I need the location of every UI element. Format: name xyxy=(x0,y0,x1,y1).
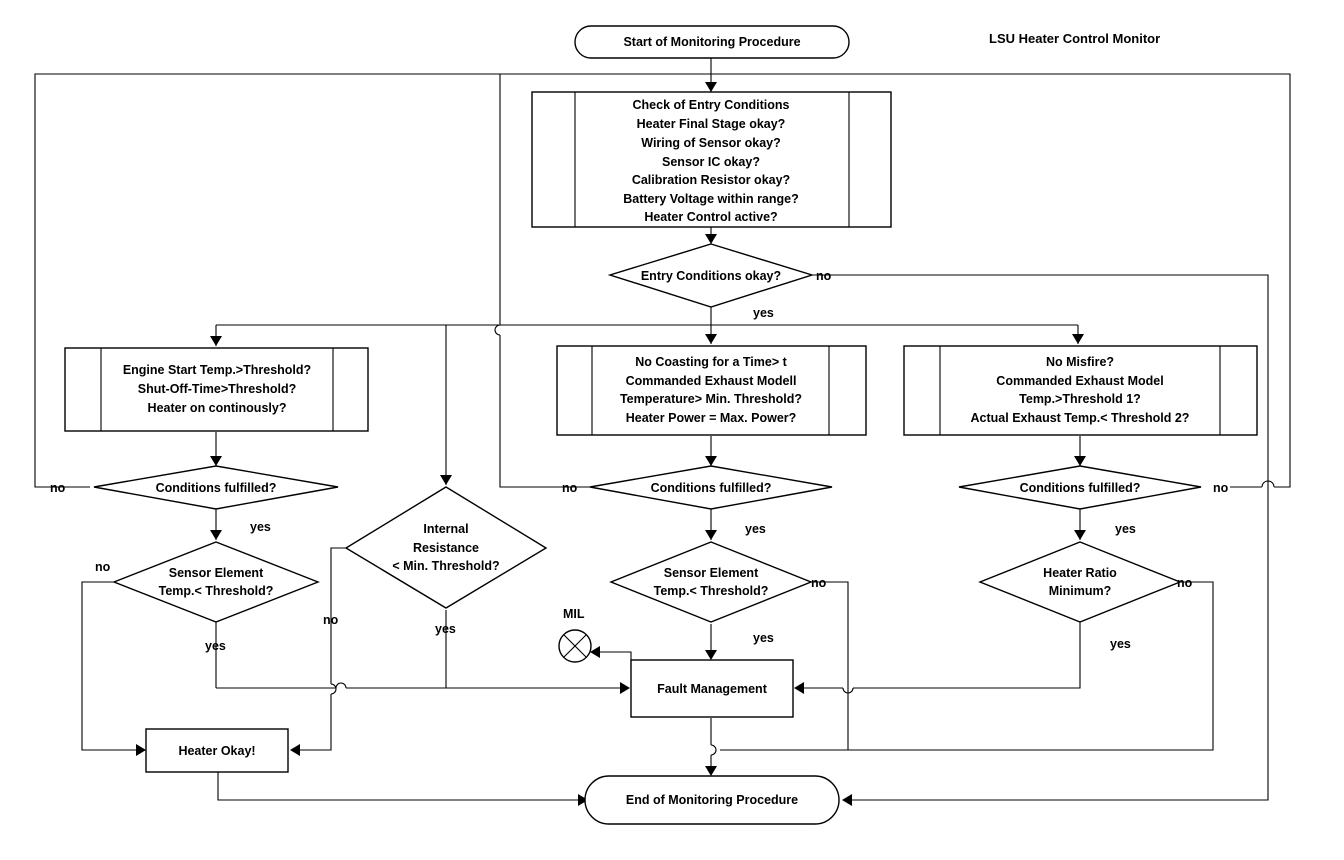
fault-management-box: Fault Management xyxy=(630,659,794,718)
label-no: no xyxy=(1177,576,1193,590)
entry-line: Check of Entry Conditions xyxy=(633,98,790,112)
label-no: no xyxy=(323,613,339,627)
middle-box-line: No Coasting for a Time> t xyxy=(635,355,787,369)
label-yes: yes xyxy=(753,306,774,320)
label-no: no xyxy=(50,481,66,495)
internal-resistance-line: Resistance xyxy=(413,541,479,555)
label-yes: yes xyxy=(1115,522,1136,536)
middle-sensor-line: Sensor Element xyxy=(664,566,759,580)
left-sensor-decision: Sensor Element Temp.< Threshold? xyxy=(112,541,320,623)
left-box-line: Engine Start Temp.>Threshold? xyxy=(123,363,311,377)
arrowheads xyxy=(136,82,1086,806)
heater-okay-label: Heater Okay! xyxy=(178,744,255,758)
left-sensor-line: Temp.< Threshold? xyxy=(159,584,274,598)
middle-sensor-decision: Sensor Element Temp.< Threshold? xyxy=(609,541,813,623)
diagram-title: LSU Heater Control Monitor xyxy=(989,31,1160,46)
middle-conditions-decision: Conditions fulfilled? xyxy=(589,465,833,510)
connector-lines xyxy=(34,58,1291,801)
label-no: no xyxy=(95,560,111,574)
label-yes: yes xyxy=(205,639,226,653)
heater-ratio-line: Heater Ratio xyxy=(1043,566,1117,580)
left-box-line: Heater on continously? xyxy=(148,401,287,415)
mil-label: MIL xyxy=(563,607,585,621)
middle-box-line: Commanded Exhaust Modell xyxy=(626,374,797,388)
start-terminal: Start of Monitoring Procedure xyxy=(574,25,850,59)
entry-line: Heater Control active? xyxy=(644,210,777,224)
internal-resistance-decision: Internal Resistance < Min. Threshold? xyxy=(344,486,548,609)
label-no: no xyxy=(1213,481,1229,495)
entry-line: Wiring of Sensor okay? xyxy=(641,136,781,150)
left-box-line: Shut-Off-Time>Threshold? xyxy=(138,382,296,396)
left-sensor-line: Sensor Element xyxy=(169,566,264,580)
label-no: no xyxy=(562,481,578,495)
heater-okay-box: Heater Okay! xyxy=(145,728,289,773)
label-no: no xyxy=(811,576,827,590)
middle-box-line: Temperature> Min. Threshold? xyxy=(620,392,802,406)
right-box-line: Actual Exhaust Temp.< Threshold 2? xyxy=(971,411,1190,425)
entry-line: Sensor IC okay? xyxy=(662,155,760,169)
entry-line: Heater Final Stage okay? xyxy=(637,117,786,131)
left-conditions-label: Conditions fulfilled? xyxy=(156,481,277,495)
entry-line: Battery Voltage within range? xyxy=(623,192,799,206)
right-conditions-label: Conditions fulfilled? xyxy=(1020,481,1141,495)
start-label: Start of Monitoring Procedure xyxy=(623,35,800,49)
label-yes: yes xyxy=(753,631,774,645)
middle-conditions-label: Conditions fulfilled? xyxy=(651,481,772,495)
label-no: no xyxy=(816,269,832,283)
mil-lamp-icon xyxy=(558,629,592,663)
fault-management-label: Fault Management xyxy=(657,682,768,696)
heater-ratio-decision: Heater Ratio Minimum? xyxy=(978,541,1182,623)
entry-decision-label: Entry Conditions okay? xyxy=(641,269,781,283)
internal-resistance-line: < Min. Threshold? xyxy=(392,559,499,573)
right-box-line: No Misfire? xyxy=(1046,355,1114,369)
label-yes: yes xyxy=(745,522,766,536)
entry-decision: Entry Conditions okay? xyxy=(607,243,815,308)
entry-conditions-box: Check of Entry Conditions Heater Final S… xyxy=(531,91,892,228)
left-conditions-decision: Conditions fulfilled? xyxy=(93,465,339,510)
label-yes: yes xyxy=(250,520,271,534)
middle-box-line: Heater Power = Max. Power? xyxy=(626,411,797,425)
middle-sensor-line: Temp.< Threshold? xyxy=(654,584,769,598)
heater-ratio-line: Minimum? xyxy=(1049,584,1112,598)
right-box-line: Temp.>Threshold 1? xyxy=(1019,392,1141,406)
left-conditions-box: Engine Start Temp.>Threshold? Shut-Off-T… xyxy=(64,347,369,432)
right-conditions-decision: Conditions fulfilled? xyxy=(958,465,1202,510)
right-box-line: Commanded Exhaust Model xyxy=(996,374,1163,388)
label-yes: yes xyxy=(435,622,456,636)
end-label: End of Monitoring Procedure xyxy=(626,793,798,807)
label-yes: yes xyxy=(1110,637,1131,651)
internal-resistance-line: Internal xyxy=(423,522,468,536)
right-conditions-box: No Misfire? Commanded Exhaust Model Temp… xyxy=(903,345,1258,436)
entry-line: Calibration Resistor okay? xyxy=(632,173,790,187)
middle-conditions-box: No Coasting for a Time> t Commanded Exha… xyxy=(556,345,867,436)
end-terminal: End of Monitoring Procedure xyxy=(584,775,840,825)
